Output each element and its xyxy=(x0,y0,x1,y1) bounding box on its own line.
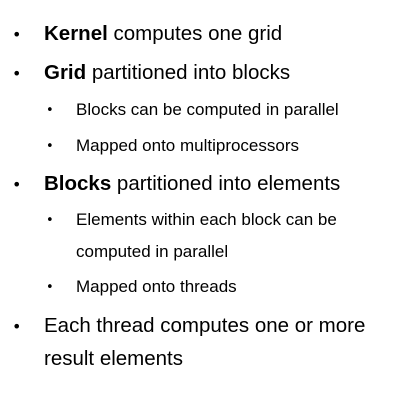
bullet-text: Blocks partitioned into elements xyxy=(44,172,340,196)
bullet-bold-text: Blocks xyxy=(44,172,112,195)
bullet-rest-text: partitioned into blocks xyxy=(86,61,291,84)
sub-bullet-text: Mapped onto multiprocessors xyxy=(76,136,300,155)
bullet-bold-text: Kernel xyxy=(44,22,108,45)
bullet-text: Kernel computes one grid xyxy=(44,22,282,46)
bullet-marker: • xyxy=(46,213,54,228)
bullet-marker: • xyxy=(12,64,22,83)
sub-bullet-text: Blocks can be computed in parallel xyxy=(76,100,339,119)
bullet-text: Grid partitioned into blocks xyxy=(44,61,290,85)
sub-bullet-text: Mapped onto threads xyxy=(76,277,237,296)
bullet-marker: • xyxy=(12,175,22,194)
bullet-marker: • xyxy=(46,139,54,154)
bullet-text-continued: result elements xyxy=(44,347,184,370)
bullet-marker: • xyxy=(12,25,22,44)
sub-bullet-text-continued: computed in parallel xyxy=(76,242,229,261)
sub-bullet-text: Elements within each block can be xyxy=(76,210,337,229)
bullet-rest-text: partitioned into elements xyxy=(111,172,341,195)
bullet-bold-text: Grid xyxy=(44,61,87,84)
bullet-rest-text: computes one grid xyxy=(107,22,283,45)
bullet-marker: • xyxy=(12,317,22,336)
bullet-marker: • xyxy=(46,280,54,295)
bullet-marker: • xyxy=(46,103,54,118)
bullet-text: Each thread computes one or more xyxy=(44,314,366,337)
